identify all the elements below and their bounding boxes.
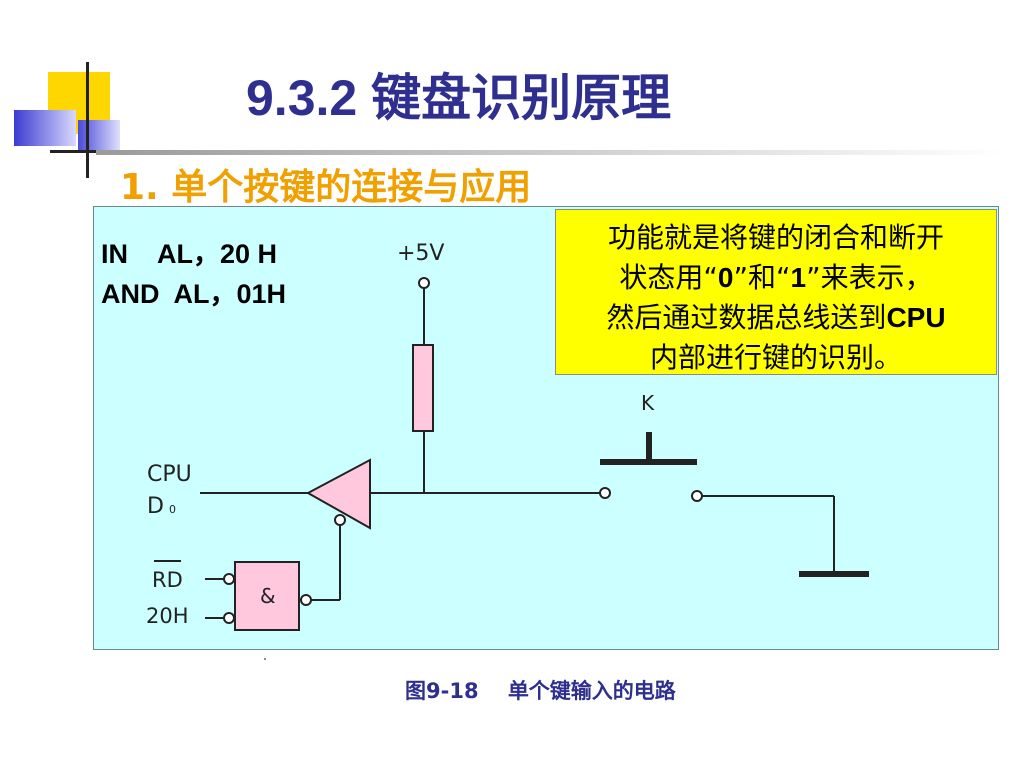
pullup-resistor — [412, 344, 434, 432]
figure-title: 单个键输入的电路 — [507, 679, 676, 703]
and-gate — [234, 561, 300, 631]
decor-blue-square — [14, 110, 76, 146]
note-line-3: 然后通过数据总线送到CPU — [606, 301, 946, 334]
and-gate-input-rd-bubble — [223, 573, 235, 585]
decor-horizontal-line — [50, 150, 140, 153]
figure-caption: 图9-18 单个键输入的电路 — [405, 675, 676, 705]
note-line-1: 功能就是将键的闭合和断开 — [607, 221, 944, 254]
port-label: 20H — [146, 604, 189, 628]
page-title: 9.3.2 键盘识别原理 — [246, 70, 672, 126]
note-line-2: 状态用“0”和“1”来表示， — [619, 261, 933, 294]
d0-label: D — [147, 494, 164, 519]
code-line-and: AND AL，01H — [101, 279, 287, 309]
supply-label: +5V — [397, 241, 444, 266]
rd-label: RD — [152, 568, 183, 592]
and-gate-output-bubble — [300, 594, 312, 606]
supply-terminal — [418, 277, 430, 289]
and-gate-input-20h-bubble — [223, 612, 235, 624]
stray-dot — [264, 658, 266, 660]
section-subtitle: 1. 单个按键的连接与应用 — [120, 167, 532, 208]
switch-label: K — [641, 391, 655, 415]
and-gate-label: & — [260, 584, 276, 608]
decor-vertical-line — [86, 62, 89, 178]
code-line-in: IN AL，20 H — [101, 239, 278, 269]
buffer-enable-bubble — [334, 514, 346, 526]
cpu-label: CPU — [147, 462, 192, 487]
switch-right-contact — [691, 490, 703, 502]
tristate-buffer — [305, 458, 371, 530]
figure-number: 图9-18 — [405, 679, 479, 703]
note-line-4: 内部进行键的识别。 — [649, 341, 902, 374]
d0-subscript: 0 — [169, 503, 176, 516]
explanation-note: 功能就是将键的闭合和断开 状态用“0”和“1”来表示， 然后通过数据总线送到CP… — [555, 209, 997, 375]
subtitle-divider — [96, 150, 1006, 155]
decor-blue-square-small — [78, 120, 120, 150]
switch-left-contact — [599, 487, 611, 499]
